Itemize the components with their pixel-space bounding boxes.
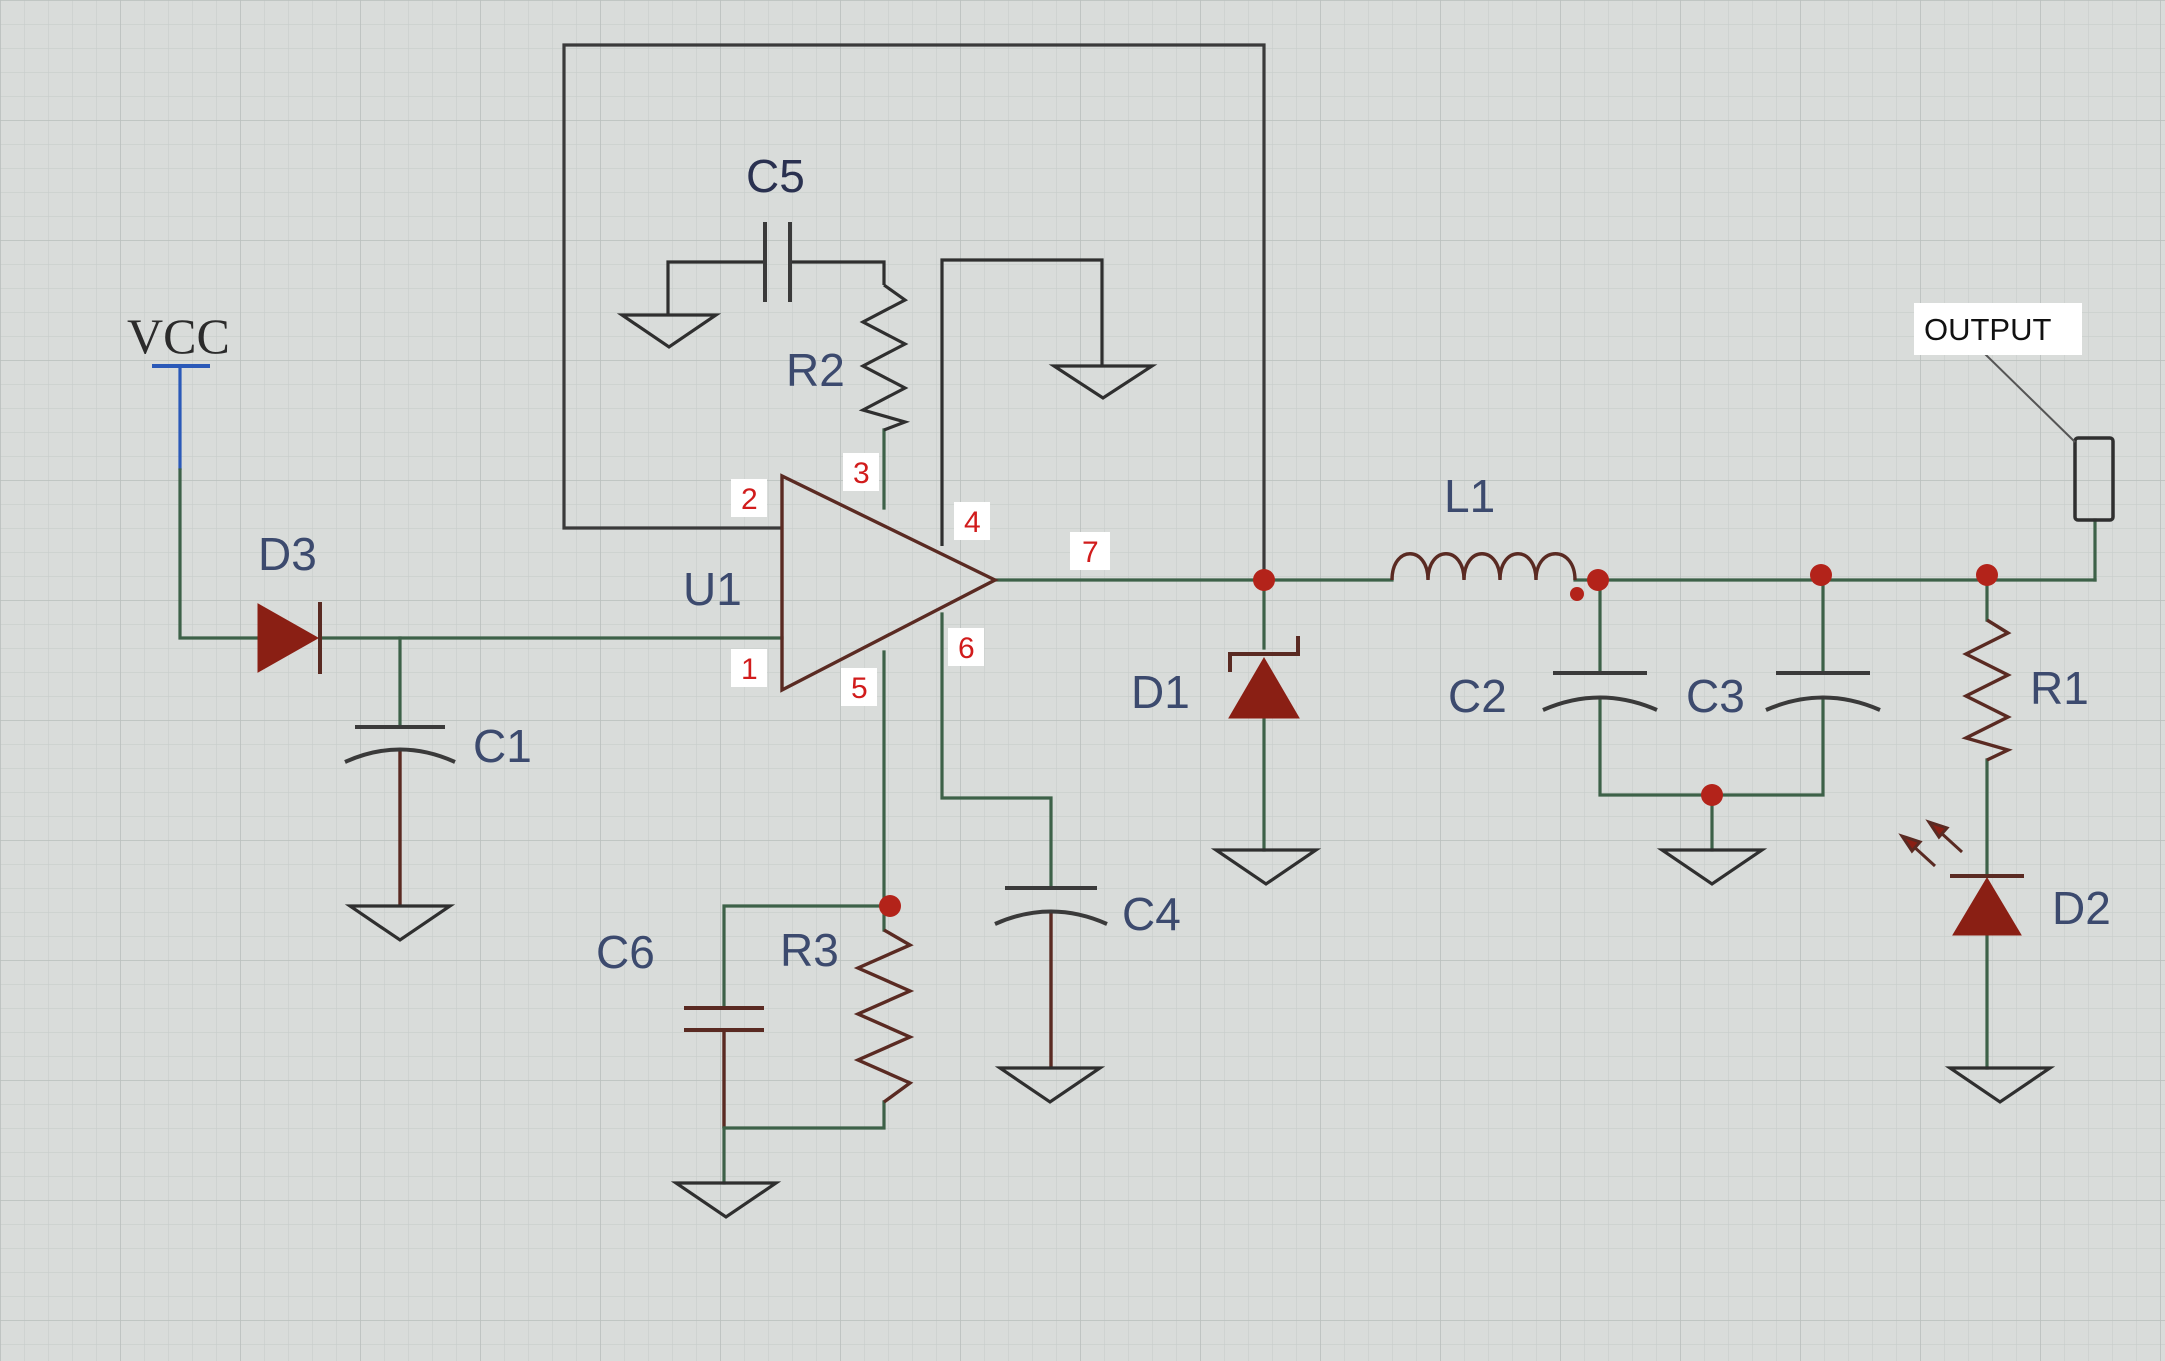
vcc-label: VCC [127, 308, 230, 364]
led-emission-arrows [1898, 819, 1964, 868]
junctions [879, 564, 1998, 917]
pin-2-label: 2 [741, 483, 758, 516]
wire-vcc-d3 [178, 468, 260, 640]
capacitor-c4 [994, 886, 1108, 926]
r3-label: R3 [780, 924, 839, 976]
wire-c6-r3-top [722, 904, 886, 1010]
c4-label: C4 [1122, 888, 1181, 940]
capacitor-c1 [344, 725, 456, 764]
u1-label: U1 [683, 563, 742, 615]
output-label: OUTPUT [1924, 312, 2052, 347]
junction-l1 [1570, 587, 1584, 601]
wire-c5-gnd [666, 260, 765, 315]
capacitor-c3 [1765, 671, 1881, 712]
led-d2 [1898, 819, 2024, 936]
ground-c2c3 [1656, 848, 1768, 886]
wire-pin4-gnd [940, 258, 1104, 546]
wire-c5-r2 [790, 260, 886, 285]
capacitor-c2 [1542, 671, 1658, 712]
wire-pin6-c4 [940, 612, 1053, 890]
r1-label: R1 [2030, 662, 2089, 714]
d1-label: D1 [1131, 666, 1190, 718]
output-connector [1984, 353, 2115, 522]
c5-label: C5 [746, 150, 805, 202]
capacitor-c6 [684, 1006, 764, 1032]
junction-c2 [1587, 569, 1609, 591]
inductor-l1 [1390, 552, 1577, 581]
pin-1-label: 1 [741, 653, 758, 686]
resistor-r1 [1961, 618, 2013, 762]
c6-label: C6 [596, 926, 655, 978]
junction-r3 [879, 895, 901, 917]
junction-c3 [1810, 564, 1832, 586]
capacitor-c5 [763, 222, 792, 302]
wire-feedback-loop [562, 43, 1266, 580]
resistor-r3 [853, 928, 915, 1104]
diode-d1 [1228, 636, 1300, 719]
ground-pin4 [1048, 364, 1158, 400]
pin-numbers: 1 2 3 4 5 6 7 [731, 453, 1110, 706]
pin-6-label: 6 [958, 632, 975, 665]
ground-c1 [344, 904, 456, 942]
resistor-r2 [858, 283, 911, 432]
junction-d1 [1253, 569, 1275, 591]
junction-r1 [1976, 564, 1998, 586]
pin-7-label: 7 [1082, 536, 1099, 569]
ground-c6 [670, 1181, 782, 1219]
junction-c2c3-gnd [1701, 784, 1723, 806]
ground-symbols [344, 313, 2056, 1219]
c1-label: C1 [473, 720, 532, 772]
l1-label: L1 [1444, 470, 1495, 522]
ground-d1 [1210, 848, 1322, 886]
u1-amplifier-triangle [780, 473, 999, 693]
pin-4-label: 4 [964, 506, 981, 539]
ground-d2 [1944, 1066, 2056, 1104]
d3-label: D3 [258, 528, 317, 580]
diode-d3 [257, 602, 322, 674]
r2-label: R2 [786, 344, 845, 396]
wire-c6-r3-bottom [722, 1100, 886, 1130]
pin-5-label: 5 [851, 672, 868, 705]
d2-label: D2 [2052, 882, 2111, 934]
c3-label: C3 [1686, 670, 1745, 722]
pin-3-label: 3 [853, 457, 870, 490]
ground-c5 [616, 313, 722, 349]
output-label-box [1914, 303, 2082, 355]
c2-label: C2 [1448, 670, 1507, 722]
ground-c4 [994, 1066, 1106, 1104]
